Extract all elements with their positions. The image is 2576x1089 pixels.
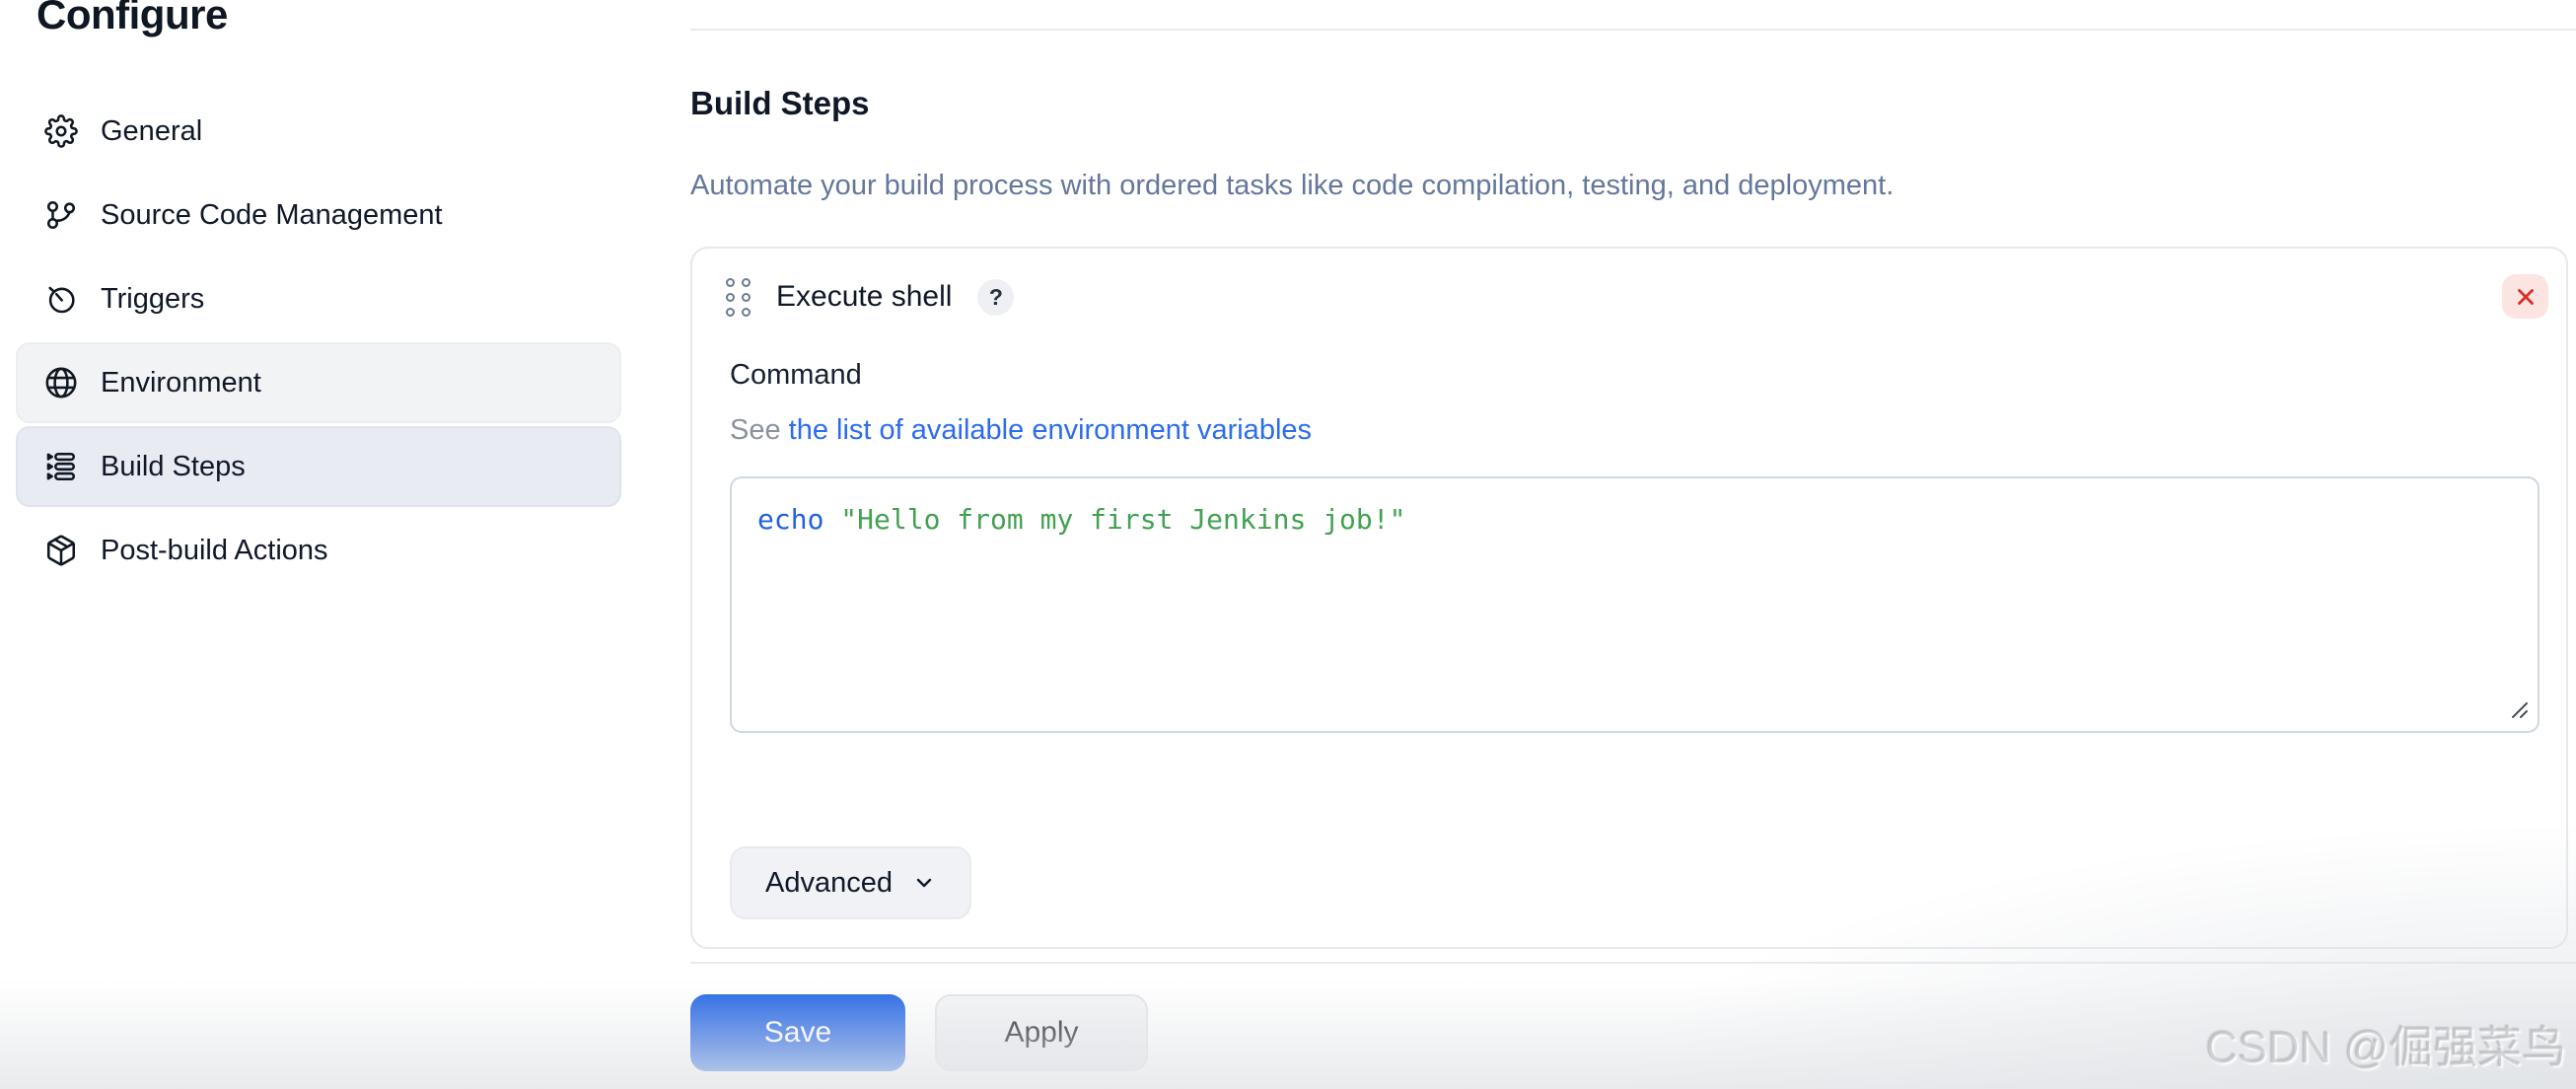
- git-branch-icon: [43, 197, 79, 233]
- hint-prefix: See: [730, 414, 789, 446]
- sidebar-item-source-code-management[interactable]: Source Code Management: [16, 175, 621, 255]
- sidebar-item-environment[interactable]: Environment: [16, 342, 621, 423]
- apply-button[interactable]: Apply: [935, 994, 1148, 1071]
- sidebar-item-label: Source Code Management: [101, 198, 443, 231]
- advanced-label: Advanced: [765, 866, 893, 899]
- env-variables-link[interactable]: the list of available environment variab…: [788, 414, 1313, 446]
- globe-icon: [43, 365, 79, 400]
- save-button[interactable]: Save: [690, 994, 905, 1071]
- remove-step-button[interactable]: [2502, 274, 2548, 319]
- sidebar-item-label: Triggers: [101, 282, 205, 315]
- build-step-card-header: Execute shell ?: [726, 274, 1015, 320]
- env-variables-hint: See the list of available environment va…: [730, 414, 1312, 447]
- advanced-button[interactable]: Advanced: [730, 846, 971, 919]
- sidebar-item-general[interactable]: General: [16, 91, 621, 172]
- bottom-gradient: [0, 980, 2576, 1089]
- code-string: "Hello from my first Jenkins job!": [823, 503, 1406, 536]
- section-description: Automate your build process with ordered…: [690, 170, 1895, 201]
- build-step-title: Execute shell: [776, 280, 953, 313]
- command-code: echo "Hello from my first Jenkins job!": [732, 478, 2538, 561]
- sidebar-item-triggers[interactable]: Triggers: [16, 258, 621, 339]
- build-step-card: Execute shell ? Command See the list of …: [690, 247, 2568, 949]
- chevron-down-icon: [916, 878, 932, 888]
- drag-handle-icon[interactable]: [726, 277, 751, 317]
- sidebar-item-post-build-actions[interactable]: Post-build Actions: [16, 510, 621, 591]
- top-divider: [690, 29, 2576, 31]
- command-label: Command: [730, 359, 862, 391]
- configure-sidebar: General Source Code Management Triggers …: [16, 91, 621, 591]
- section-title: Build Steps: [690, 85, 870, 121]
- sidebar-item-label: Build Steps: [101, 450, 246, 482]
- timer-icon: [43, 281, 79, 317]
- watermark-text: CSDN @倔强菜鸟: [2205, 1022, 2566, 1072]
- help-button[interactable]: ?: [977, 278, 1015, 316]
- build-list-icon: [43, 449, 79, 484]
- sidebar-item-label: General: [101, 114, 203, 147]
- sidebar-item-label: Environment: [101, 366, 261, 399]
- code-keyword: echo: [757, 503, 824, 536]
- sidebar-item-build-steps[interactable]: Build Steps: [16, 426, 621, 507]
- package-icon: [43, 533, 79, 568]
- textarea-resize-handle[interactable]: [2506, 696, 2530, 725]
- page-title: Configure: [36, 0, 228, 37]
- sidebar-item-label: Post-build Actions: [101, 534, 328, 566]
- command-textarea[interactable]: echo "Hello from my first Jenkins job!": [730, 476, 2540, 733]
- close-icon: [2517, 288, 2534, 305]
- gear-icon: [43, 113, 79, 149]
- bottom-divider: [690, 962, 2576, 964]
